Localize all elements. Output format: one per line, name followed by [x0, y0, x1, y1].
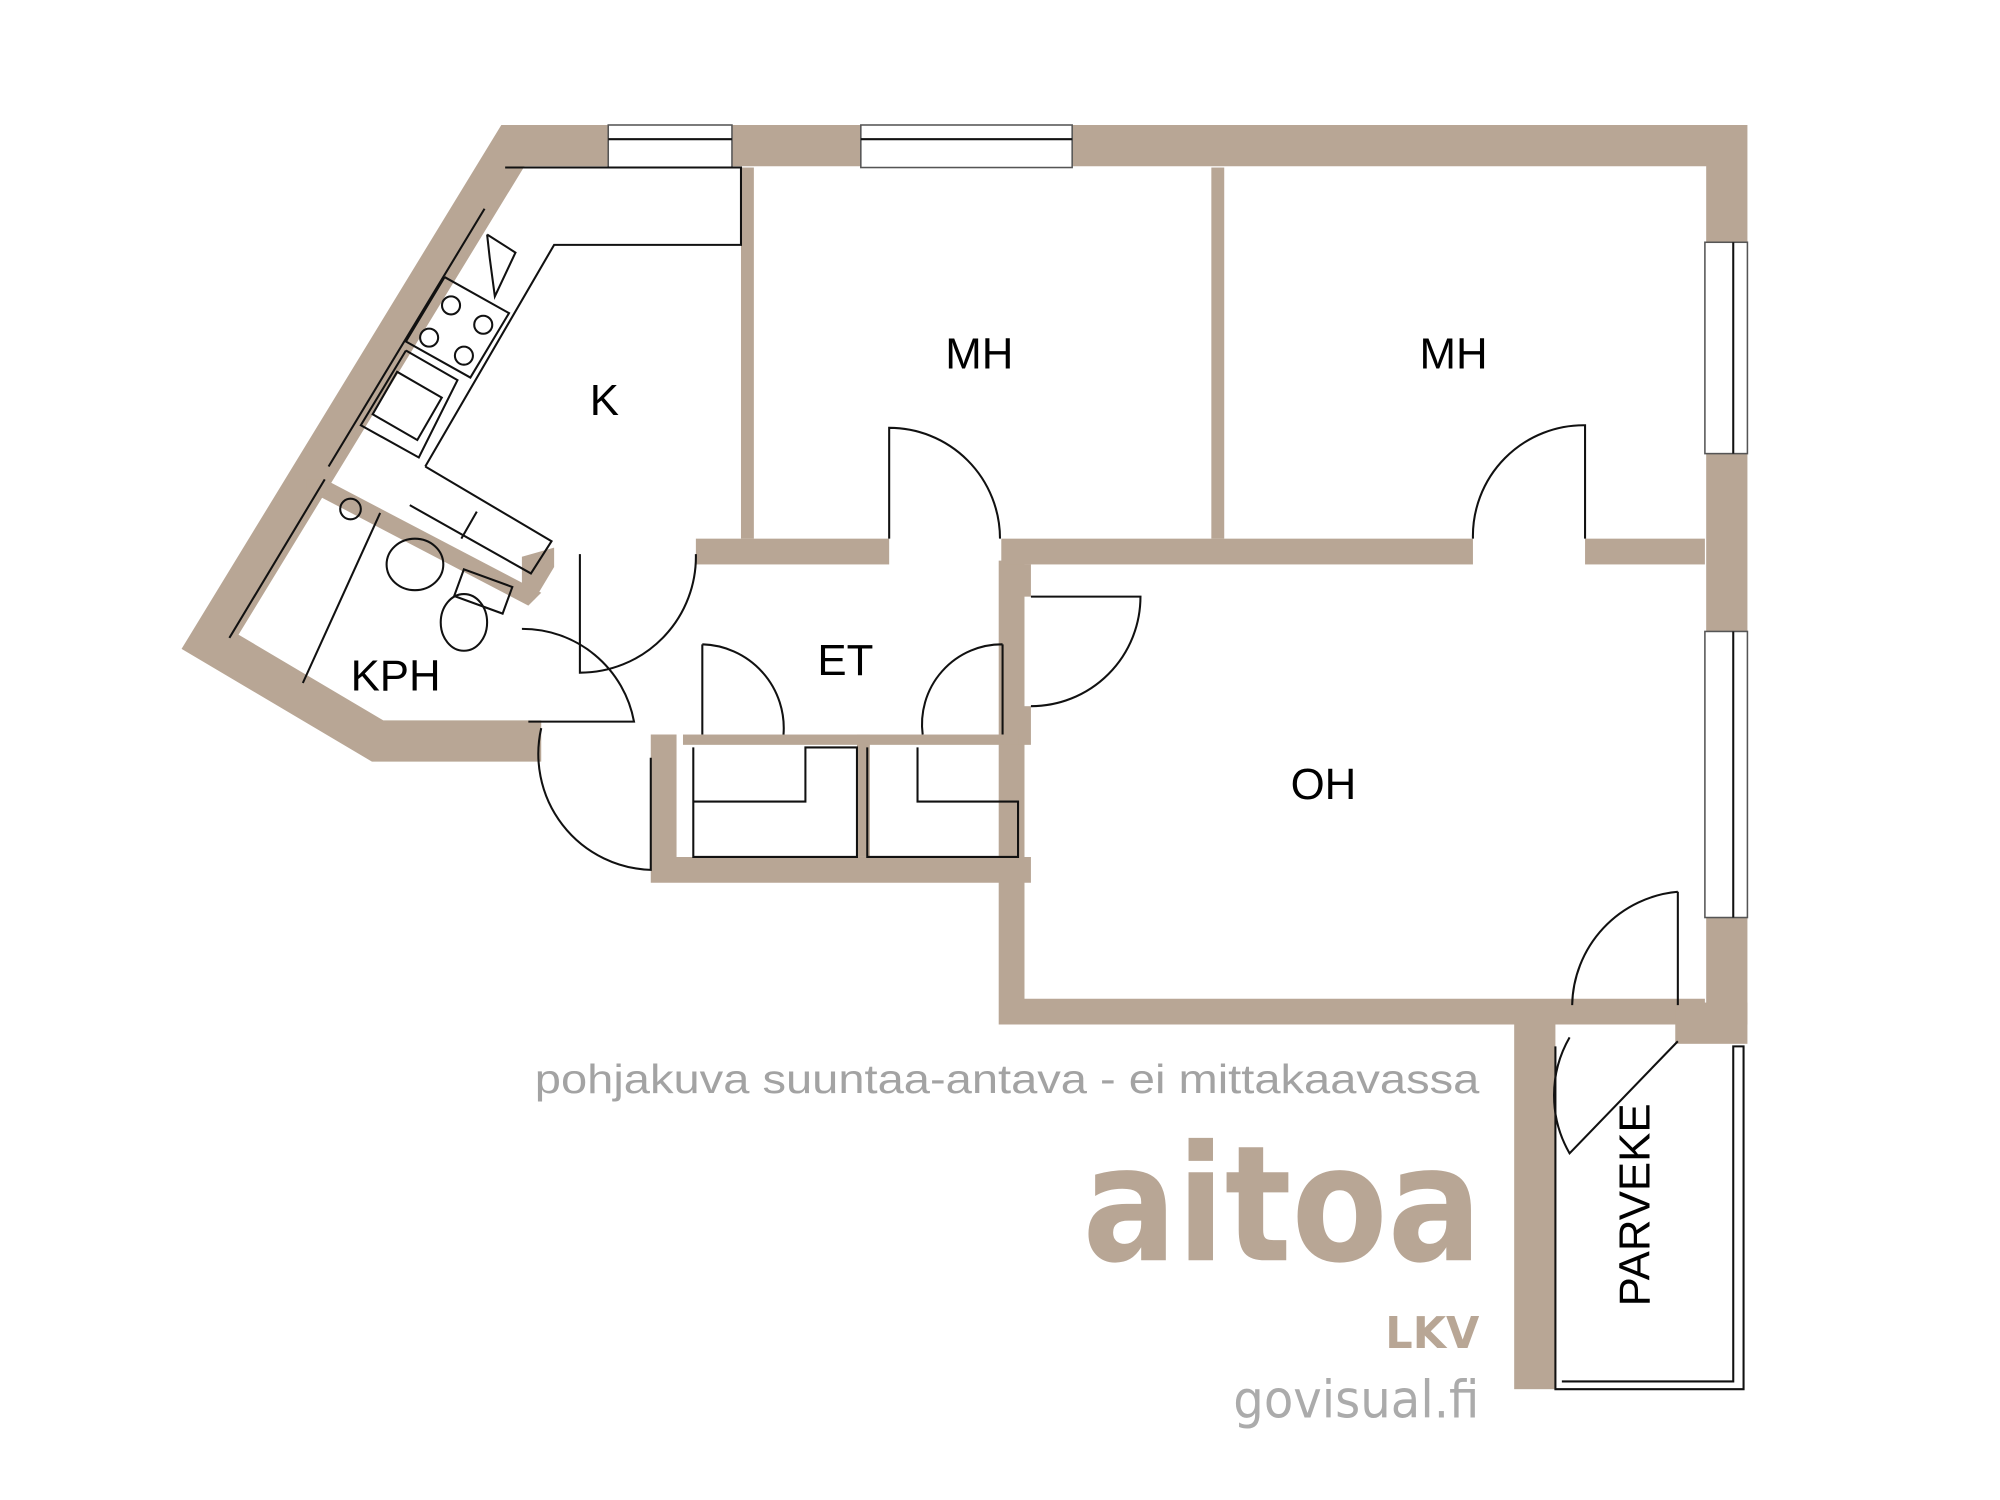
- room-label-bedroom-2: MH: [1420, 330, 1488, 379]
- sink-icon: [359, 349, 459, 459]
- room-label-living-room: OH: [1291, 760, 1357, 809]
- stove-icon: [404, 276, 511, 379]
- logo-aitoa: aitoa: [1082, 1110, 1481, 1298]
- closet-left: [692, 746, 858, 858]
- room-label-balcony: PARVEKE: [1610, 1103, 1659, 1306]
- toilet-icon: [439, 593, 489, 652]
- room-label-kitchen: K: [590, 376, 619, 425]
- kitchen-fixtures: [327, 166, 743, 575]
- bathroom-fixtures: [228, 478, 514, 684]
- doors: [521, 424, 1679, 1156]
- oven-icon: [486, 233, 517, 301]
- website-text: govisual.fi: [1233, 1371, 1479, 1431]
- windows: [607, 124, 1749, 919]
- logo-lkv: LKV: [1385, 1308, 1479, 1359]
- closet-right: [866, 747, 1020, 858]
- balcony-outline: [1554, 1045, 1745, 1391]
- room-label-bedroom-1: MH: [945, 330, 1013, 379]
- shower-icon: [339, 497, 362, 521]
- room-label-bathroom: KPH: [351, 652, 441, 701]
- room-label-hall: ET: [817, 636, 873, 685]
- disclaimer-text: pohjakuva suuntaa-antava - ei mittakaava…: [535, 1056, 1480, 1102]
- washbasin-icon: [385, 537, 445, 592]
